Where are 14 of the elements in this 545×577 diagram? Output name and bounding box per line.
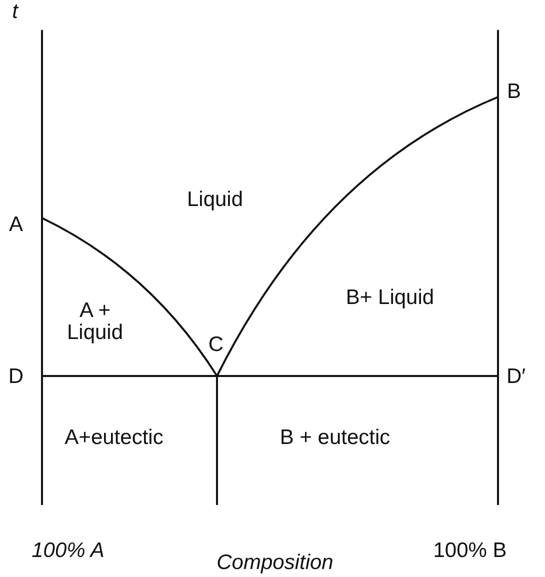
point-label: C bbox=[208, 334, 224, 356]
axis-label: Composition bbox=[216, 552, 334, 574]
axis-label: 100% B bbox=[433, 540, 507, 562]
axis-label: t bbox=[12, 0, 18, 24]
region-label: A+eutectic bbox=[64, 426, 164, 450]
point-label: B bbox=[507, 80, 521, 104]
region-label: B + eutectic bbox=[280, 426, 390, 450]
point-label: A bbox=[9, 214, 23, 236]
axis-label: 100% A bbox=[32, 540, 104, 562]
point-label: D bbox=[8, 366, 24, 388]
region-label: Liquid bbox=[186, 188, 244, 212]
point-label: D′ bbox=[506, 366, 526, 388]
region-label: B+ Liquid bbox=[346, 286, 434, 310]
region-label: A + Liquid bbox=[66, 300, 124, 344]
